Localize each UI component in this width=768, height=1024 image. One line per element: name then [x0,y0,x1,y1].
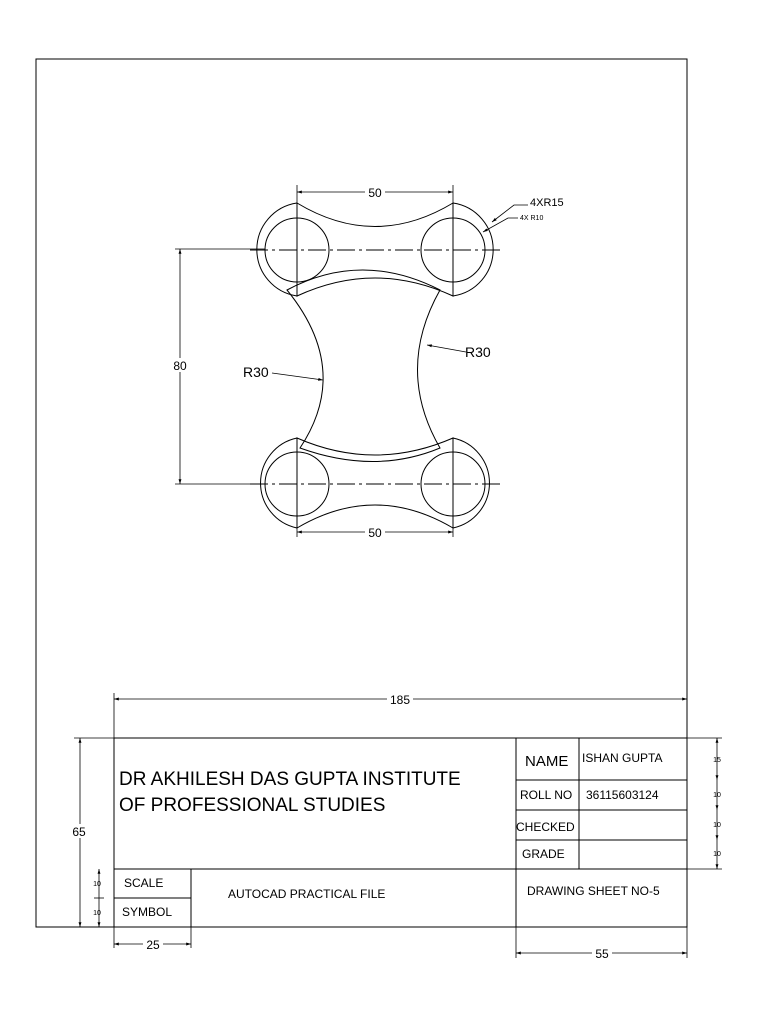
dim-scale-row: 10 [93,881,101,888]
dim-title-height: 65 [72,825,86,839]
roll-label: ROLL NO [520,788,572,802]
name-value: ISHAN GUPTA [582,751,662,765]
dim-row-15: 15 [713,757,721,764]
scale-label: SCALE [124,876,163,890]
file-title: AUTOCAD PRACTICAL FILE [228,887,385,901]
bottom-right-lobe [452,437,490,529]
dim-r30-right: R30 [465,344,491,360]
part-drawing [250,202,500,529]
top-plate-bar [296,202,454,297]
sheet-number: DRAWING SHEET NO-5 [527,884,660,898]
title-block: DR AKHILESH DAS GUPTA INSTITUTE OF PROFE… [113,737,688,928]
dim-row-10c: 10 [713,851,721,858]
dim-title-width: 185 [390,693,410,707]
top-right-lobe [452,202,494,297]
dim-symbol-row: 10 [93,910,101,917]
dim-row-10a: 10 [713,792,721,799]
dim-right-block-width: 55 [595,947,609,961]
top-left-lobe [256,202,298,297]
dim-left-block-width: 25 [146,938,160,952]
dim-top-width: 50 [368,186,382,200]
institute-line-2: OF PROFESSIONAL STUDIES [119,795,385,816]
checked-label: CHECKED [516,820,575,834]
dim-hole-radius: 4X R10 [520,215,543,222]
part-dimensions: 50 50 80 R30 R30 4XR15 4X R10 [172,185,564,540]
symbol-label: SYMBOL [122,905,172,919]
dim-bottom-width: 50 [368,526,382,540]
bottom-left-lobe [260,437,298,529]
dim-height: 80 [173,359,187,373]
dim-r30-left: R30 [243,364,269,380]
roll-value: 36115603124 [586,788,659,802]
institute-line-1: DR AKHILESH DAS GUPTA INSTITUTE [119,769,461,790]
grade-label: GRADE [522,847,565,861]
purple-waist [286,269,441,462]
name-label: NAME [525,753,568,770]
dim-outer-radius: 4XR15 [530,197,564,209]
dim-row-10b: 10 [713,822,721,829]
sheet-dimensions: 185 65 10 10 25 55 15 10 10 10 [70,692,722,961]
